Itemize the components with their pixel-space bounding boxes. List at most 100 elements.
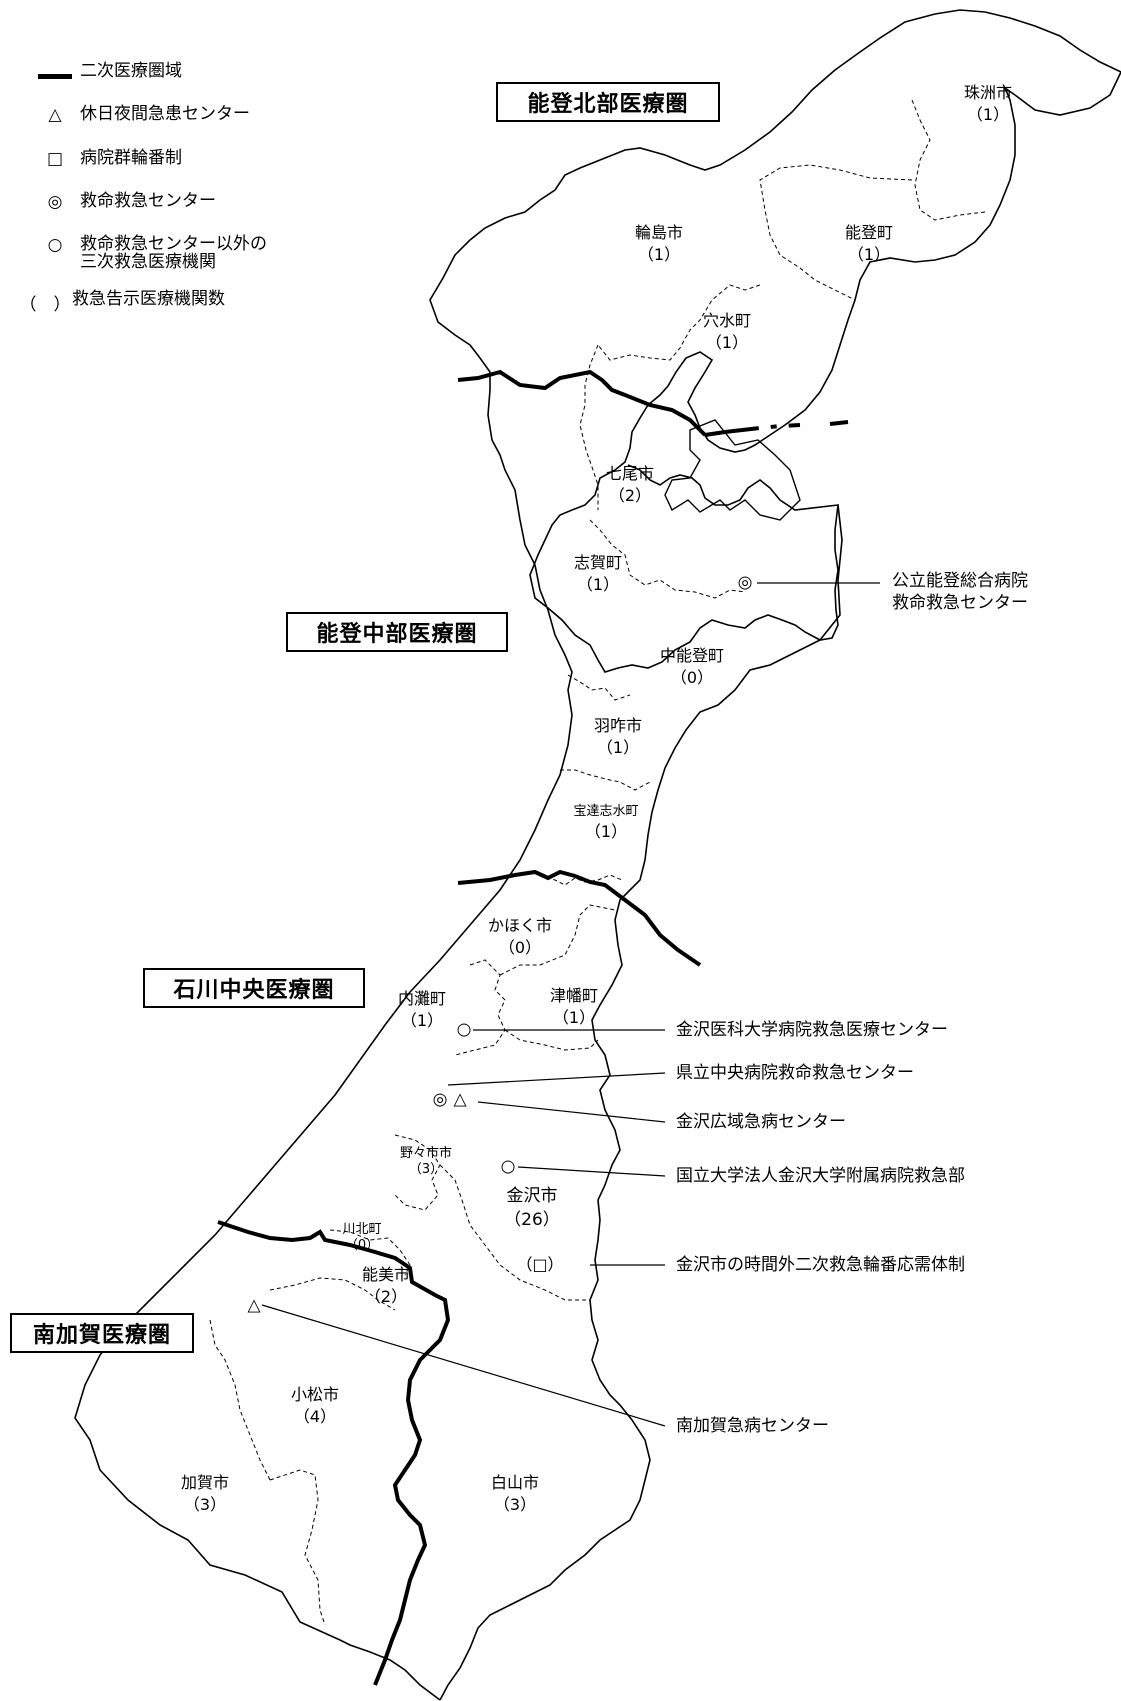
double-circle-icon: ◎ (47, 192, 63, 212)
municipality-count: （1） (966, 105, 1010, 124)
municipality-name: 能美市 (361, 1265, 411, 1284)
legend-item-hospital-rotation: □ 病院群輪番制 (30, 149, 182, 169)
municipality-name: 能登町 (844, 223, 894, 242)
triangle-icon: △ (48, 105, 62, 125)
legend-label: 休日夜間急患センター (80, 104, 250, 124)
holiday-center-icon: △ (453, 1089, 467, 1110)
municipality-suzu: 珠洲市 （1） (964, 82, 1012, 126)
municipality-count: （3） (408, 1162, 444, 1177)
municipality-count: （1） (576, 575, 620, 594)
municipality-nonoichi: 野々市市 （3） (400, 1146, 452, 1178)
municipality-count: （4） (293, 1407, 337, 1426)
municipality-hakui: 羽咋市 （1） (594, 715, 642, 759)
municipality-name: 津幡町 (549, 986, 599, 1005)
municipality-count: （1） (596, 738, 640, 757)
municipality-count: （2） (608, 486, 652, 505)
municipality-name: 中能登町 (659, 646, 725, 665)
municipality-hakusan: 白山市 （3） (491, 1472, 539, 1516)
municipality-name: 内灘町 (397, 989, 447, 1008)
municipality-name: 川北町 (342, 1222, 382, 1237)
region-minami-kaga: 南加賀医療圏 (10, 1313, 199, 1358)
legend-item-area-boundary: 二次医療圏域 (30, 62, 182, 82)
municipality-kawakita: 川北町 （0） (342, 1222, 381, 1254)
municipality-nakanoto: 中能登町 （0） (660, 645, 724, 689)
legend-item-tertiary-institution: ○ 救命救急センター以外の 三次救急医療機関 (30, 235, 267, 271)
parentheses-icon: （ ） (19, 295, 71, 315)
municipality-nanao: 七尾市 （2） (606, 463, 654, 507)
region-ishikawa-central: 石川中央医療圏 (143, 968, 370, 1013)
municipality-hodatsushimizu: 宝達志水町 （1） (573, 804, 638, 844)
municipality-name: 珠洲市 (963, 83, 1013, 102)
area-boundary-line-icon (30, 62, 80, 82)
callout-kanazawa-univ: 国立大学法人金沢大学附属病院救急部 (676, 1166, 965, 1186)
legend-item-emergency-center: ◎ 救命救急センター (30, 192, 216, 212)
municipality-count: （1） (637, 245, 681, 264)
hospital-rotation-marker: （□） (516, 1255, 564, 1274)
legend-label: 病院群輪番制 (80, 148, 182, 168)
municipality-uchinada: 内灘町 （1） (398, 988, 446, 1032)
municipality-name: 加賀市 (180, 1473, 230, 1492)
secondary-area-boundaries (217, 369, 849, 1686)
municipality-count: （1） (552, 1008, 596, 1027)
municipality-name: 金沢市 (506, 1186, 558, 1206)
kaga-south-outline (339, 1639, 441, 1701)
callout-prefectural-central: 県立中央病院救命救急センター (676, 1063, 914, 1083)
municipality-count: （3） (183, 1495, 227, 1514)
municipality-count: （3） (493, 1495, 537, 1514)
legend-item-notified-count: （ ） 救急告示医療機関数 (20, 289, 226, 315)
municipality-name: 羽咋市 (593, 716, 643, 735)
region-noto-central: 能登中部医療圏 (286, 612, 513, 657)
legend-label: 救命救急センター (80, 191, 216, 211)
callout-minami-kaga-center: 南加賀急病センター (676, 1416, 829, 1436)
circle-icon: ○ (47, 235, 63, 255)
legend-item-holiday-center: △ 休日夜間急患センター (30, 105, 250, 125)
municipality-name: 野々市市 (399, 1146, 453, 1161)
municipality-kahoku: かほく市 （0） (488, 915, 552, 959)
municipality-kanazawa: 金沢市 （26） (504, 1184, 560, 1232)
municipality-count: （26） (504, 1210, 560, 1230)
municipality-count: （2） (364, 1287, 408, 1306)
municipality-tsubata: 津幡町 （1） (550, 985, 598, 1029)
municipality-count: （1） (847, 245, 891, 264)
nanao-bay (664, 419, 801, 521)
prefecture-outline-south (439, 504, 843, 1701)
municipality-name: 宝達志水町 (573, 804, 639, 819)
emergency-center-icon: ◎ (432, 1089, 448, 1110)
region-noto-north: 能登北部医療圏 (496, 82, 725, 127)
callout-leaders (261, 582, 880, 1427)
municipality-name: 七尾市 (605, 464, 655, 483)
municipality-name: 小松市 (290, 1385, 340, 1404)
municipality-noto-town: 能登町 （1） (845, 222, 893, 266)
square-icon: □ (46, 149, 64, 169)
municipality-count: （1） (584, 822, 628, 841)
legend-label: 二次医療圏域 (80, 61, 182, 81)
municipality-name: 白山市 (490, 1473, 540, 1492)
municipality-name: 穴水町 (702, 311, 752, 330)
municipality-komatsu: 小松市 （4） (291, 1384, 339, 1428)
municipality-count: （0） (344, 1238, 380, 1253)
legend-label: 救命救急センター以外の 三次救急医療機関 (80, 234, 267, 272)
municipality-shika: 志賀町 （1） (574, 552, 622, 596)
callout-kanazawa-wide: 金沢広域急病センター (676, 1112, 846, 1132)
callout-kanazawa-medical: 金沢医科大学病院救急医療センター (676, 1020, 948, 1040)
tertiary-institution-icon: ○ (500, 1156, 516, 1177)
municipality-count: （1） (400, 1011, 444, 1030)
municipality-kaga: 加賀市 （3） (181, 1472, 229, 1516)
emergency-center-icon: ◎ (737, 572, 753, 593)
holiday-center-icon: △ (247, 1295, 261, 1316)
municipality-name: 輪島市 (634, 223, 684, 242)
municipality-count: （1） (705, 333, 749, 352)
callout-noto-hospital: 公立能登総合病院 救命救急センター (892, 571, 1028, 613)
municipality-nomi: 能美市 （2） (362, 1264, 410, 1308)
municipality-count: （0） (670, 668, 714, 687)
legend-label: 救急告示医療機関数 (72, 289, 225, 309)
prefecture-outline (74, 9, 1121, 1641)
municipality-name: かほく市 (487, 916, 553, 935)
municipality-anamizu: 穴水町 （1） (703, 310, 751, 354)
municipality-count: （0） (498, 938, 542, 957)
tertiary-institution-icon: ○ (456, 1019, 472, 1040)
municipality-name: 志賀町 (573, 553, 623, 572)
municipality-wajima: 輪島市 （1） (635, 222, 683, 266)
callout-kanazawa-rotation: 金沢市の時間外二次救急輪番応需体制 (676, 1255, 965, 1275)
